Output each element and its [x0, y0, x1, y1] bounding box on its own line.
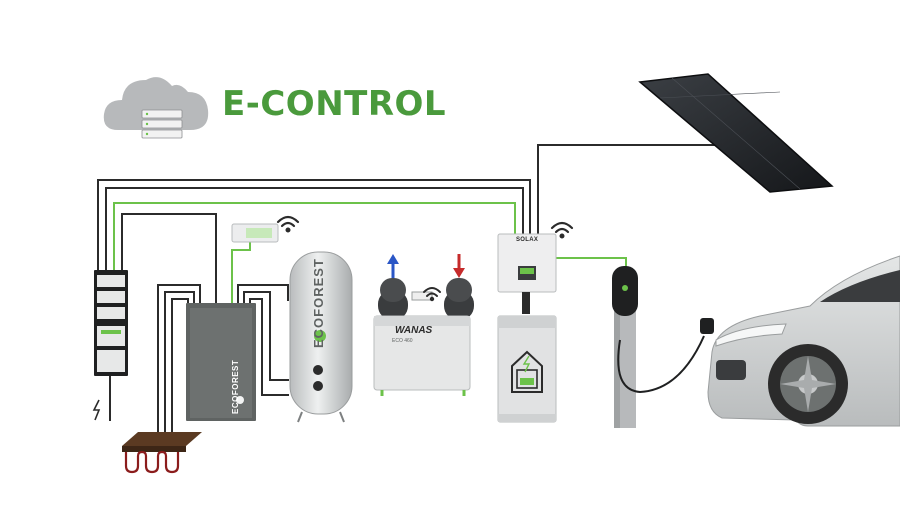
- water-tank: [289, 251, 353, 423]
- heat-pump-sublabel: ECO 460: [392, 338, 413, 344]
- floor-heating-icon: [122, 432, 202, 474]
- electric-car-icon: [707, 255, 900, 427]
- wifi-icon: [276, 215, 300, 233]
- heat-pump-label: WANAS: [395, 325, 433, 336]
- cloud-server-icon: [103, 77, 209, 139]
- unit-label-text: ECOFOREST: [231, 359, 240, 414]
- ecoforest-heat-unit: [186, 303, 256, 421]
- brand-title: E-CONTROL: [222, 84, 447, 124]
- electrical-panel: [94, 270, 128, 376]
- lightning-icon: [92, 399, 101, 421]
- hot-inlet-arrow-icon: [453, 254, 465, 278]
- tank-label: ECOFOREST: [303, 258, 333, 350]
- heat-pump: [373, 278, 474, 396]
- hot-outlet-arrow-icon: [387, 254, 399, 278]
- tank-label-text: ECOFOREST: [311, 258, 326, 348]
- wifi-icon: [423, 287, 441, 302]
- solar-panel-icon: [638, 73, 834, 193]
- wifi-icon: [550, 221, 574, 239]
- unit-label: ECOFOREST: [231, 350, 247, 420]
- battery-house-icon: [511, 350, 543, 393]
- ev-charger-icon: [612, 266, 714, 428]
- thermostat: [231, 223, 279, 243]
- inverter-label: SOLAX: [516, 237, 539, 243]
- inverter: [497, 233, 557, 314]
- wiring: [97, 144, 719, 441]
